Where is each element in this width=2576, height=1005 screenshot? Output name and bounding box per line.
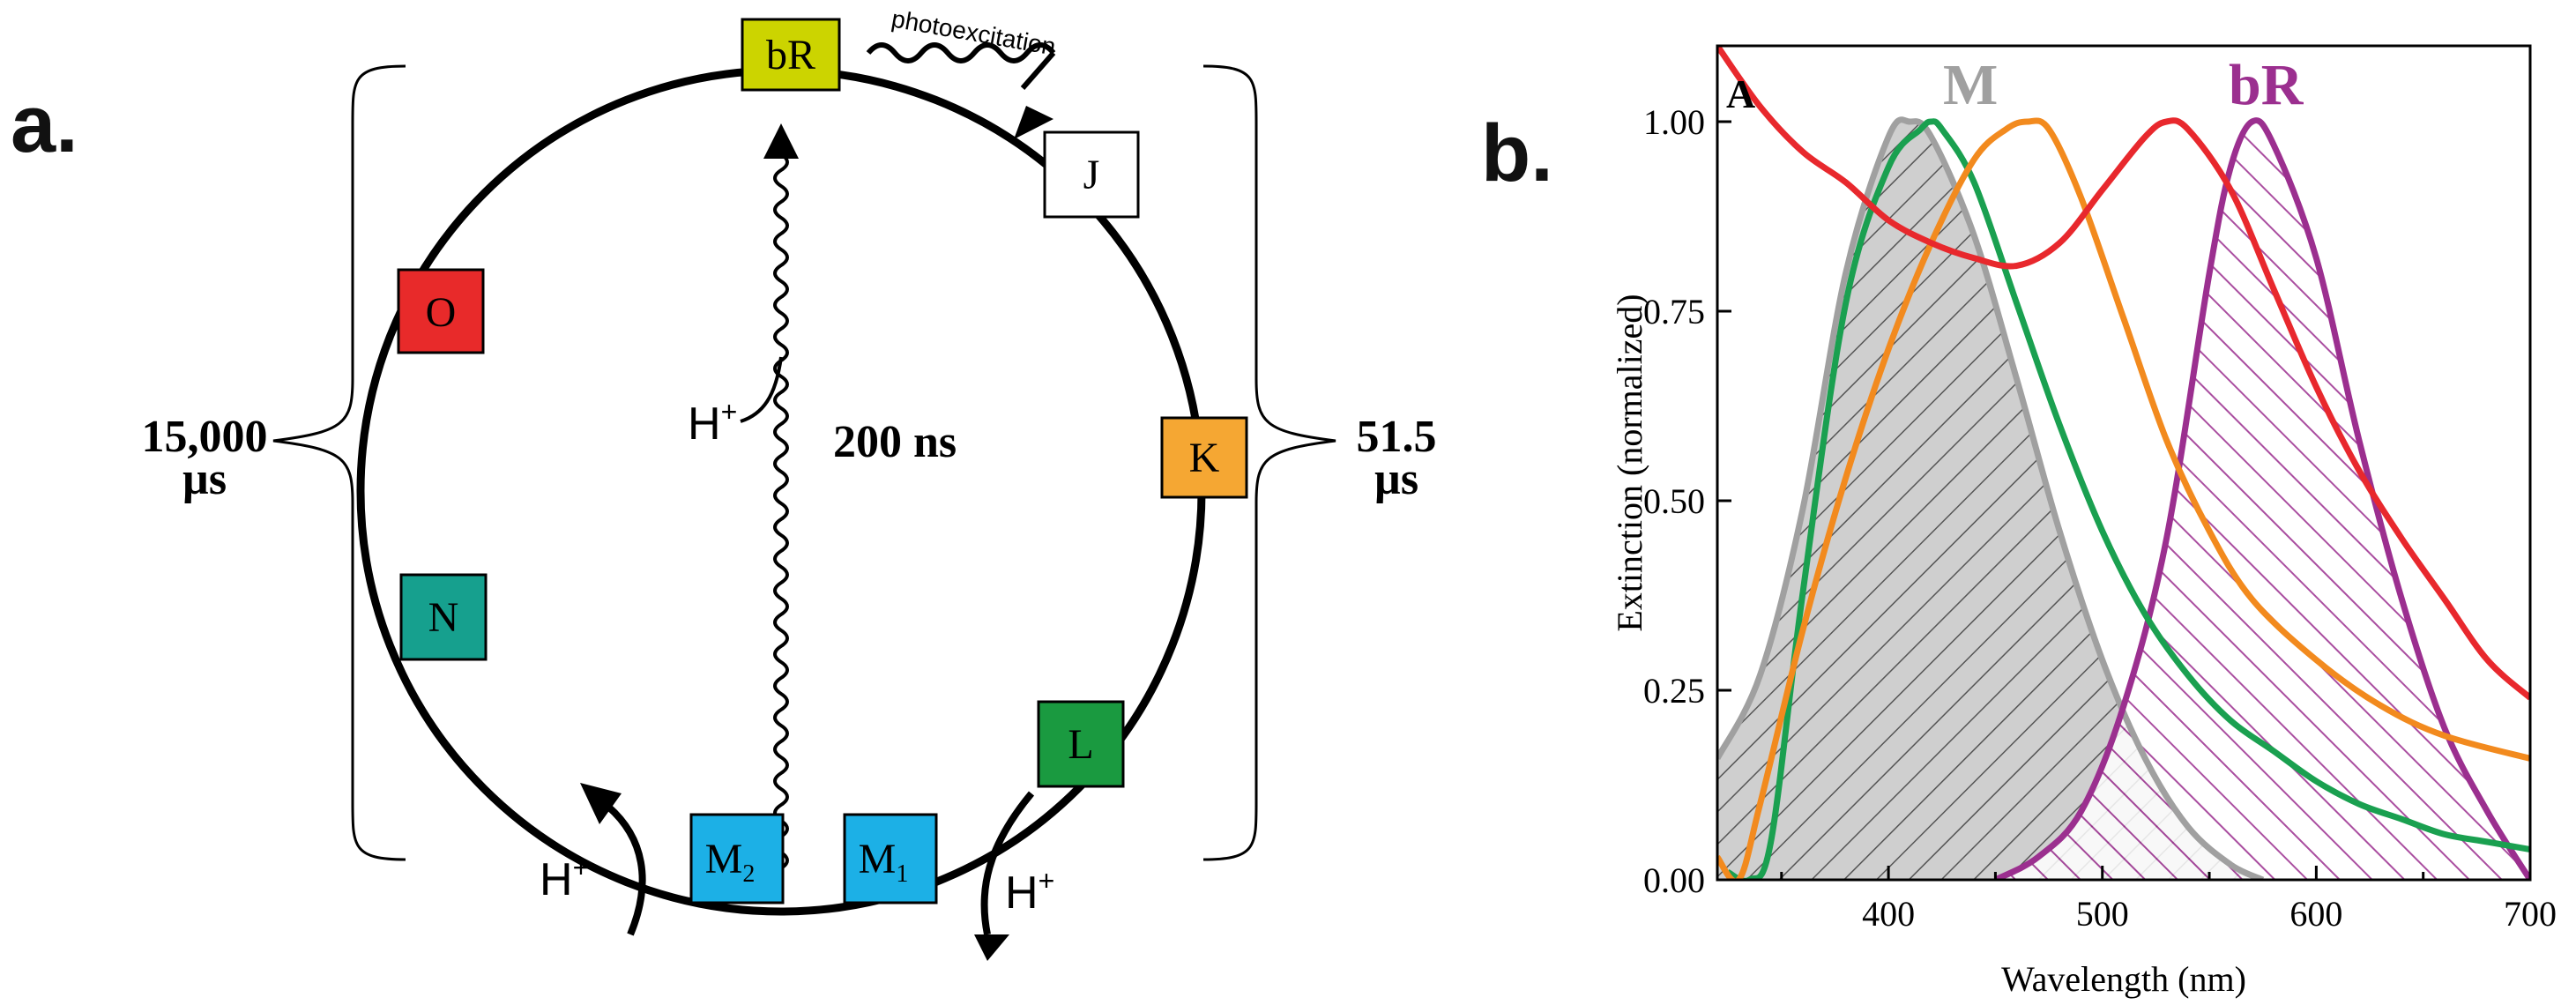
panel-a: a. 15,000 µs 51.5 µs photoexcitation 200… — [11, 4, 1437, 961]
x-tick-label: 700 — [2504, 894, 2557, 934]
axis-ticks: 400 500 600 700 0.00 0.25 0.50 0.75 1.00 — [1643, 102, 2557, 934]
x-tick-label: 600 — [2289, 894, 2342, 934]
state-J-box — [1043, 130, 1140, 219]
inner-proton-curve — [740, 356, 783, 423]
proton-uptake-label: H+ — [540, 852, 589, 905]
state-O-box — [397, 268, 485, 354]
state-N-box — [399, 573, 488, 661]
inner-proton-label: H+ — [688, 396, 737, 450]
state-L-label: L — [1068, 721, 1093, 768]
left-time-value: 15,000 — [142, 412, 268, 462]
state-N: N — [399, 573, 488, 661]
state-L: L — [1037, 700, 1125, 788]
peak-label-bR: bR — [2229, 53, 2304, 117]
y-axis-label: Extinction (normalized) — [1610, 294, 1649, 631]
series-orange-line — [1717, 117, 2530, 880]
x-tick-label: 500 — [2076, 894, 2129, 934]
state-L-box — [1037, 700, 1125, 788]
state-K-box — [1160, 416, 1248, 499]
right-brace — [1202, 64, 1336, 861]
inner-proton-base: H — [688, 398, 721, 450]
proton-release-label: H+ — [1005, 865, 1054, 919]
left-brace — [272, 64, 406, 861]
left-time-unit: µs — [182, 454, 227, 504]
state-M2: M2 — [689, 813, 785, 904]
state-O: O — [397, 268, 485, 354]
peak-label-M: M — [1943, 53, 1998, 117]
photoexcitation-wave — [866, 42, 1056, 63]
state-bR-label: bR — [766, 32, 815, 78]
y-tick-label: 0.25 — [1643, 671, 1705, 711]
state-M1: M1 — [843, 813, 938, 904]
y-tick-label: 0.00 — [1643, 860, 1705, 900]
series-M-line — [1717, 116, 2265, 880]
panel-a-label: a. — [11, 79, 78, 169]
state-M1-letter: M — [859, 836, 897, 882]
proton-release-arrowhead — [974, 934, 1009, 961]
state-M2-label: M2 — [705, 836, 756, 888]
inner-proton-sup: + — [721, 396, 738, 428]
state-M2-sub: 2 — [742, 860, 755, 888]
reprotonation-wave — [773, 153, 789, 870]
reprotonation-arrowhead — [763, 123, 799, 159]
photoexcitation-arrowhead — [1014, 106, 1053, 139]
state-J-label: J — [1083, 152, 1100, 198]
state-bR: bR — [741, 18, 841, 92]
proton-release-base: H — [1005, 867, 1039, 919]
y-tick-label: 0.50 — [1643, 481, 1705, 521]
inner-time-label: 200 ns — [833, 417, 957, 467]
series-M-fill — [1717, 119, 2263, 880]
proton-uptake-arrowhead — [580, 783, 622, 824]
state-M2-box — [689, 813, 785, 904]
series-green-line — [1726, 118, 2530, 880]
proton-uptake-base: H — [540, 854, 573, 905]
proton-release-curve — [980, 791, 1035, 935]
photoexcitation-stem — [1020, 51, 1056, 90]
state-M1-label: M1 — [859, 836, 909, 888]
right-time-value: 51.5 — [1357, 412, 1437, 462]
state-N-label: N — [428, 594, 459, 641]
x-axis-label: Wavelength (nm) — [2001, 959, 2246, 999]
corner-label: A — [1726, 71, 1755, 116]
state-M1-box — [843, 813, 938, 904]
state-O-label: O — [426, 289, 457, 336]
panel-b-label: b. — [1481, 108, 1553, 198]
state-K-label: K — [1189, 435, 1220, 481]
proton-release-sup: + — [1039, 865, 1055, 897]
state-M2-letter: M — [705, 836, 743, 882]
plot-area — [1717, 46, 2530, 880]
series-red-line — [1717, 46, 2530, 701]
state-bR-box — [741, 18, 841, 92]
series-bR-line — [1993, 117, 2530, 880]
x-tick-label: 400 — [1862, 894, 1915, 934]
proton-uptake-sup: + — [573, 852, 590, 883]
y-tick-label: 1.00 — [1643, 102, 1705, 142]
proton-uptake-curve — [606, 803, 646, 936]
right-time-unit: µs — [1374, 454, 1418, 504]
y-tick-label: 0.75 — [1643, 292, 1705, 331]
state-J: J — [1043, 130, 1140, 219]
state-K: K — [1160, 416, 1248, 499]
state-M1-sub: 1 — [896, 860, 908, 888]
